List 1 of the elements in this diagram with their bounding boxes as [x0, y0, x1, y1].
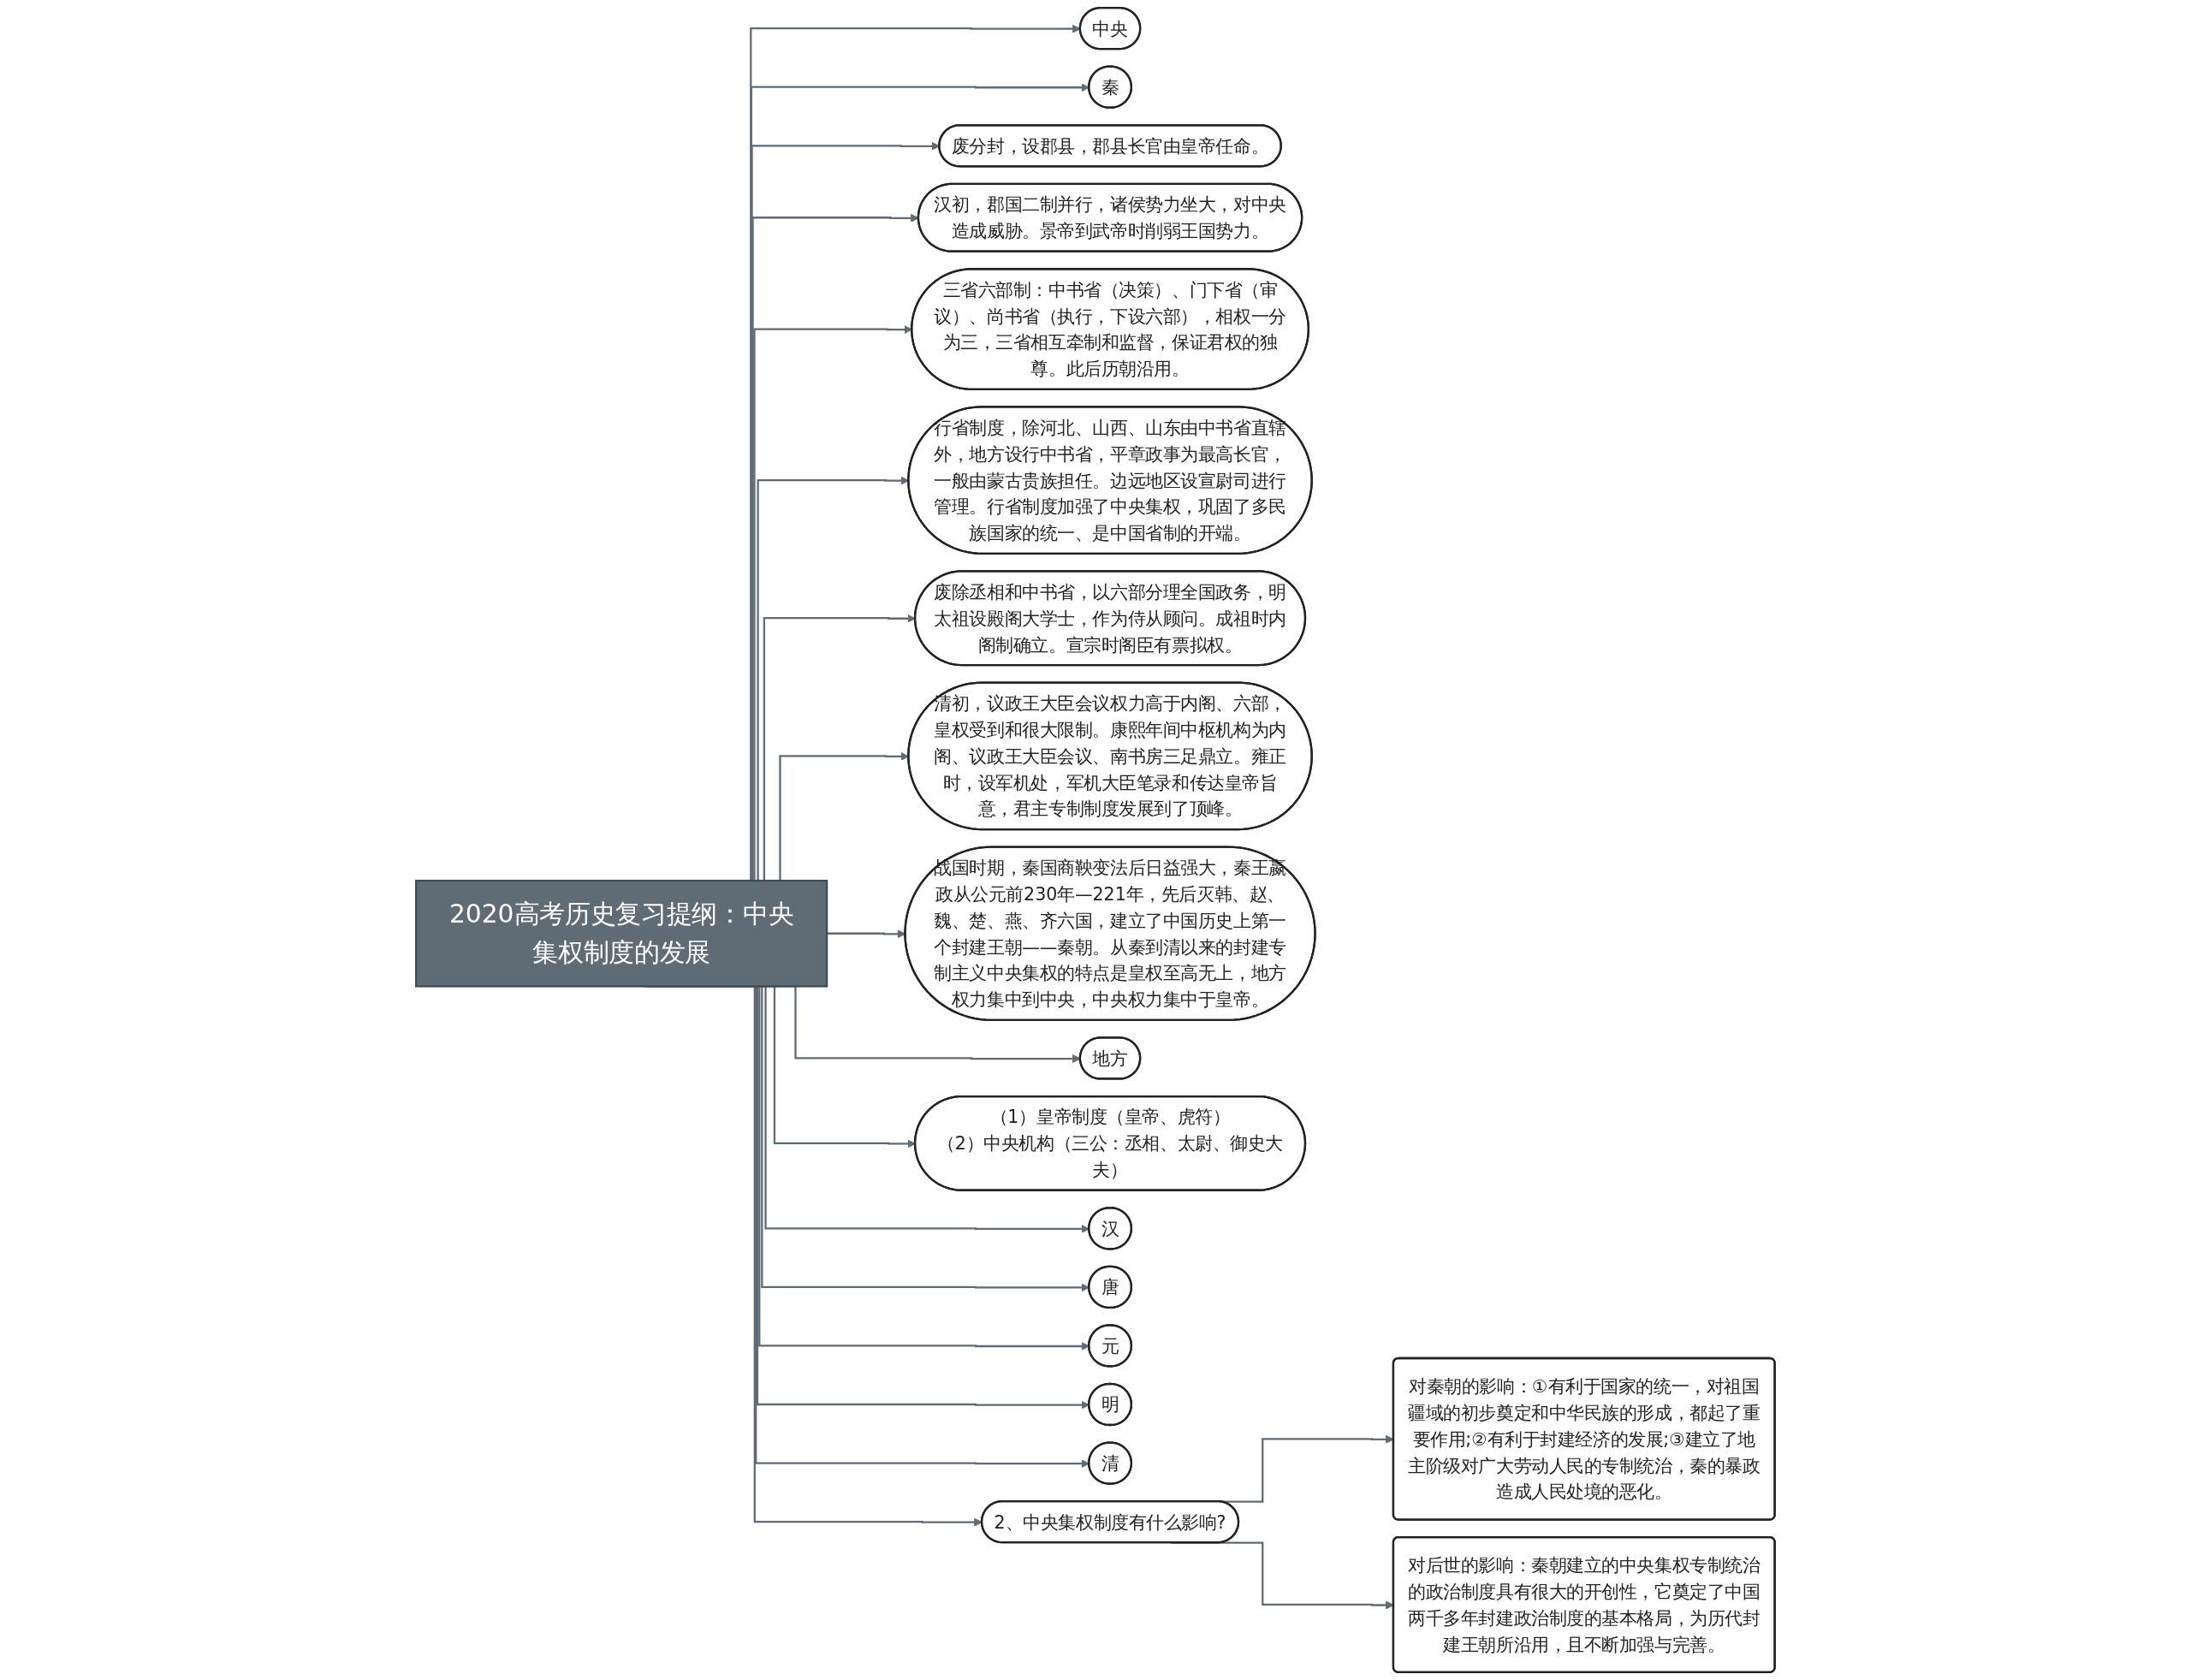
node-box: 2020高考历史复习提纲：中央集权制度的发展 [415, 879, 828, 988]
